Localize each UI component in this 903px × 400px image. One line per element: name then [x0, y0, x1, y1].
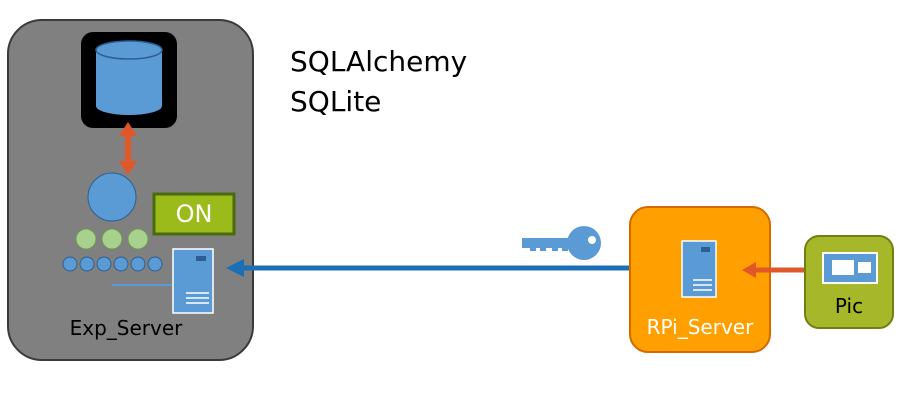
rpi-server-node: RPi_Server [629, 206, 771, 353]
pic-node: Pic [804, 235, 894, 329]
pic-label: Pic [835, 294, 863, 318]
tech-annotation: SQLAlchemy SQLite [290, 45, 467, 118]
camera-board-icon [822, 252, 878, 284]
database-icon [81, 32, 177, 128]
db-network-link [119, 122, 137, 175]
rpi-to-exp-link [226, 259, 637, 277]
key-icon [522, 226, 601, 260]
exp-server-tower-icon [172, 248, 214, 314]
annotation-sqlite: SQLite [290, 85, 381, 118]
annotation-sqlalchemy: SQLAlchemy [290, 45, 467, 78]
exp-server-label: Exp_Server [70, 316, 184, 340]
rpi-server-label: RPi_Server [647, 315, 754, 339]
status-badge-label: ON [176, 200, 213, 228]
network-hierarchy-icon [62, 172, 172, 286]
status-badge: ON [152, 192, 236, 236]
